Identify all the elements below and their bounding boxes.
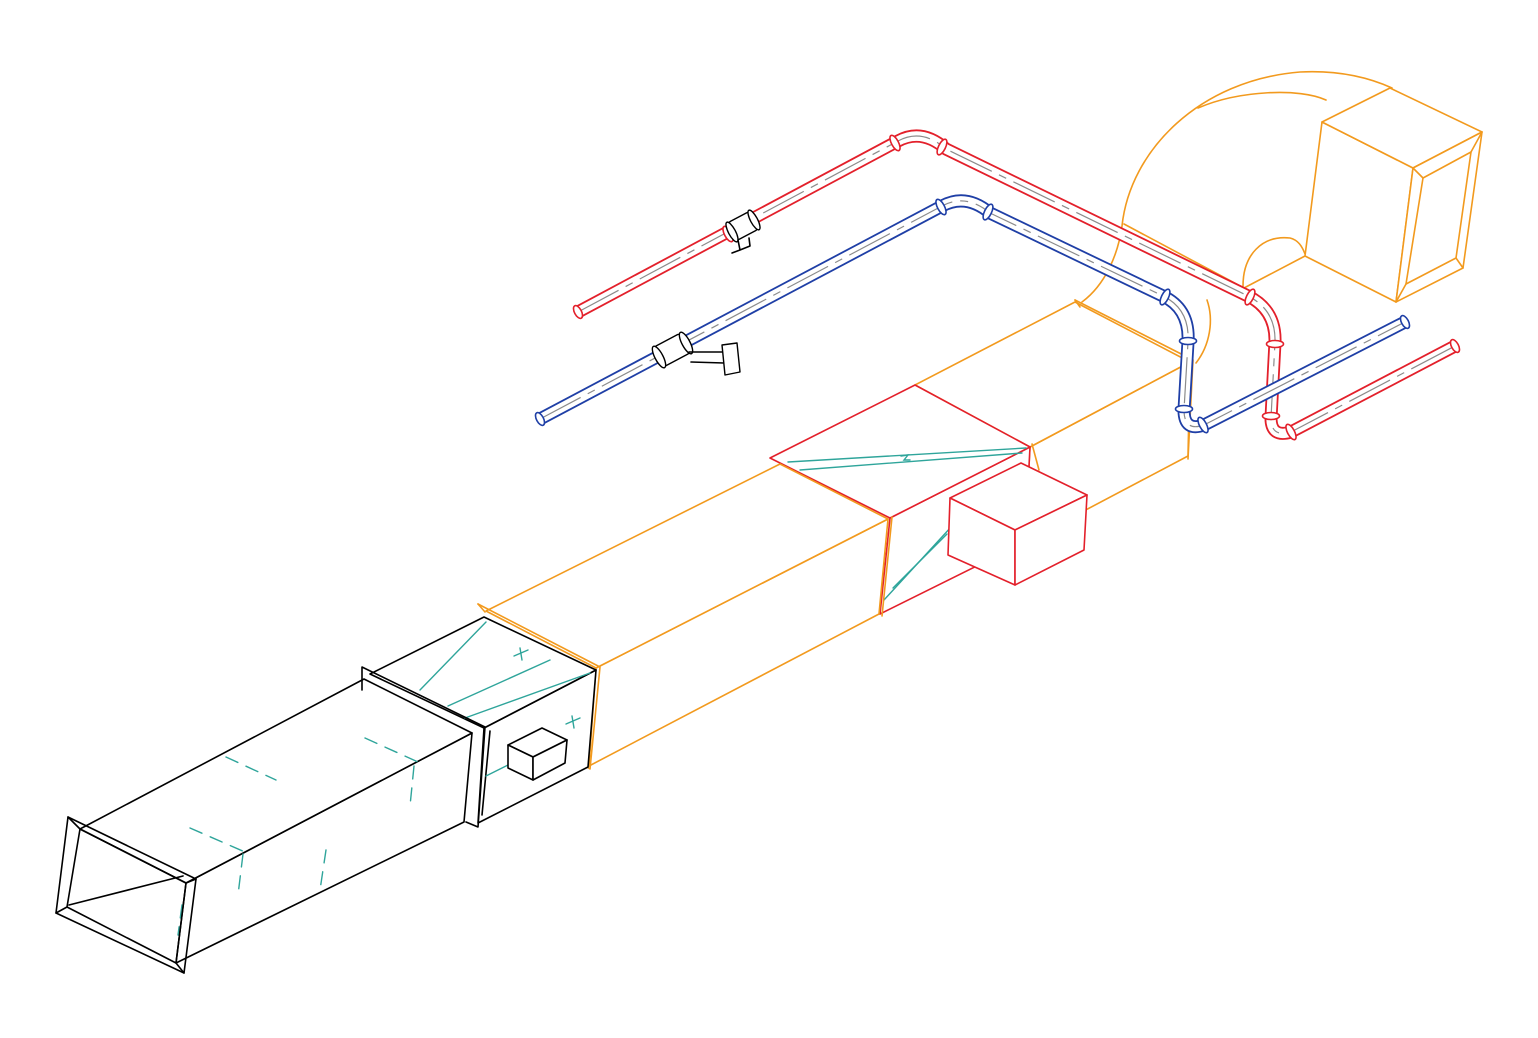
fan-scroll-outer-curve (1081, 70, 1393, 303)
filter-flange (881, 516, 893, 617)
fan-housing (1081, 70, 1483, 364)
long-duct-top-face (485, 463, 889, 669)
dashed-line (319, 849, 327, 891)
inlet-frame-corner (175, 962, 185, 974)
red-pipe-end-cap (572, 304, 584, 320)
red-pipe-ring (1265, 339, 1285, 349)
transition-diagonal-line (447, 659, 551, 707)
red-pipe-ring (1261, 411, 1281, 421)
long-duct-flange-edge (477, 603, 486, 613)
filter-side-diagonal-line (892, 533, 948, 589)
transition-edge (481, 730, 491, 816)
filter-mark (900, 454, 911, 461)
red-pipe-ring (889, 134, 901, 152)
small-box-side-face (532, 739, 568, 781)
dashed-line (364, 737, 419, 763)
blue-pipe-end-cap (1399, 314, 1411, 330)
blue-pipe-end-cap (534, 411, 546, 427)
red-pipe-ring (936, 138, 948, 156)
blue-pipe-valve (651, 331, 741, 376)
inlet-interior-edge (68, 875, 184, 906)
red-pipe (572, 129, 1461, 441)
red-pipe-ring (1244, 288, 1256, 306)
red-pipe-end-cap (1449, 338, 1461, 354)
inlet-frame-corner (67, 816, 81, 830)
small-box (507, 727, 568, 781)
blue-pipe-ring (1178, 336, 1198, 346)
plus-mark (565, 715, 581, 729)
fan-outlet-opening-edge (1412, 167, 1424, 179)
upper-duct-start-flange (1031, 443, 1040, 471)
filter-top-face (769, 384, 1031, 519)
control-box (947, 462, 1088, 586)
blue-pipe-ring (982, 203, 994, 221)
transition-top-face (369, 616, 597, 729)
valve-stem (690, 361, 725, 364)
fan-outlet-opening-edge (1455, 257, 1464, 269)
inlet-duct-section (55, 666, 486, 974)
valve-collar (651, 345, 667, 369)
inlet-duct-back-flange (361, 666, 486, 828)
dashed-line (177, 904, 183, 936)
fan-scroll-inner-curve (1197, 91, 1327, 109)
dashed-line (225, 756, 277, 781)
blue-pipe-ring (1174, 404, 1194, 414)
plus-mark (513, 647, 529, 661)
transition-diagonal-line (419, 621, 487, 691)
fan-inlet-arc (1242, 236, 1306, 287)
blue-pipe-ring (1197, 416, 1209, 434)
fan-outlet-opening-edge (1470, 131, 1483, 153)
red-pipe-centerline (577, 135, 1456, 434)
upper-duct-end-flange-edge (1074, 299, 1081, 308)
valve-collar (678, 331, 694, 355)
blue-pipe-ring (935, 198, 947, 216)
inlet-frame-corner (55, 906, 68, 914)
inlet-frame-corner (185, 878, 197, 884)
transition-side-line (485, 764, 509, 777)
valve-collar (725, 221, 739, 243)
fan-outlet-opening-edge (1395, 283, 1407, 303)
red-pipe-ring (1285, 423, 1297, 441)
filter-diagonal-line (799, 452, 1023, 471)
dashed-line (189, 827, 246, 853)
fan-housing-base-edge (1243, 255, 1306, 289)
dashed-line (237, 853, 244, 896)
red-pipe-valve (725, 209, 761, 254)
blue-pipe-centerline (539, 200, 1406, 428)
control-box-side-face (1014, 494, 1088, 586)
fan-front-arc (1195, 299, 1212, 364)
blue-pipe (534, 194, 1411, 434)
valve-collar (747, 209, 761, 231)
blue-pipe-ring (1159, 288, 1171, 306)
valve-lever (731, 237, 751, 254)
dashed-line (409, 765, 415, 807)
valve-handle (721, 342, 741, 376)
transition-diagonal-line (464, 672, 591, 719)
